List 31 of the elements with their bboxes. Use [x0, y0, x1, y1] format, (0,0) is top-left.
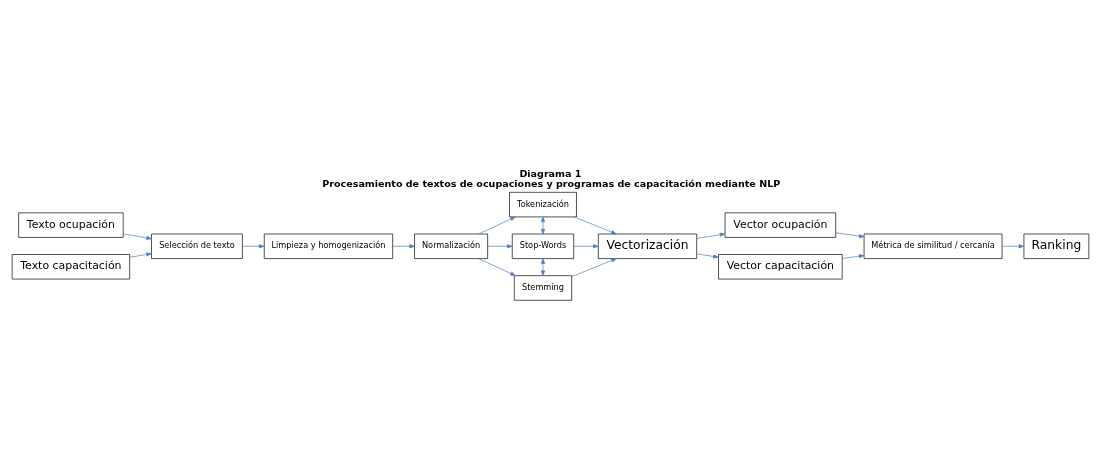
node-box: Normalización — [414, 233, 488, 259]
node-box: Stemming — [513, 274, 572, 301]
arrow — [571, 257, 617, 277]
arrow — [392, 243, 415, 248]
node-box: Texto capacitación — [11, 253, 130, 279]
arrow — [696, 253, 719, 258]
arrow — [573, 243, 599, 248]
arrow — [122, 233, 152, 240]
arrow — [1001, 243, 1025, 248]
node-box: Selección de texto — [151, 233, 243, 259]
node-box: Tokenización — [509, 191, 577, 217]
node-box: Ranking — [1023, 233, 1090, 259]
arrow — [478, 257, 516, 276]
arrow — [478, 216, 516, 234]
arrow — [242, 243, 265, 248]
node-box: Texto ocupación — [18, 212, 124, 238]
node-box: Vector capacitación — [718, 253, 843, 279]
arrow — [540, 257, 545, 276]
node-box: Vector ocupación — [724, 212, 837, 238]
arrow — [574, 216, 617, 234]
arrow — [129, 251, 152, 258]
node-box: Métrica de similitud / cercanía — [863, 233, 1003, 259]
arrow — [487, 243, 513, 248]
arrow — [835, 231, 865, 238]
arrow — [842, 253, 865, 259]
node-box: Limpieza y homogenización — [263, 233, 394, 259]
arrow — [696, 232, 726, 239]
node-box: Stop-Words — [511, 233, 575, 259]
node-box: Vectorización — [598, 233, 698, 259]
arrow — [540, 216, 545, 234]
diagram-title: Diagrama 1 — [519, 167, 582, 179]
